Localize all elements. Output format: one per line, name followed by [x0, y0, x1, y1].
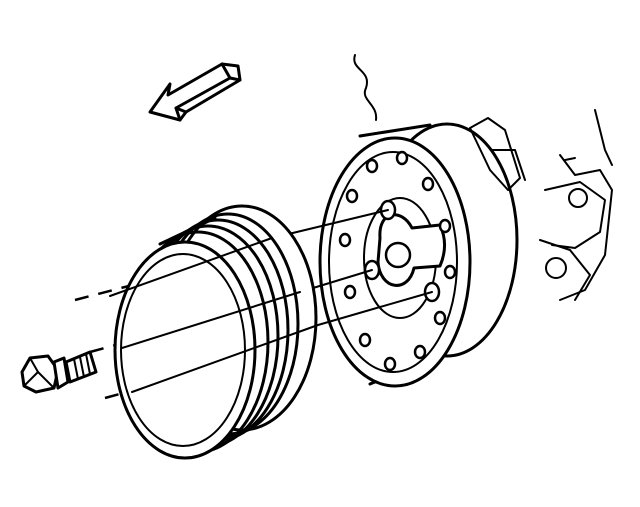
- balancer-bolt-holes: [338, 150, 457, 372]
- crankshaft-pulley: [109, 204, 319, 460]
- pulley-bolt: [20, 350, 98, 394]
- harmonic-balancer: [318, 122, 519, 388]
- direction-arrow: [148, 62, 242, 122]
- engine-block: [353, 54, 613, 301]
